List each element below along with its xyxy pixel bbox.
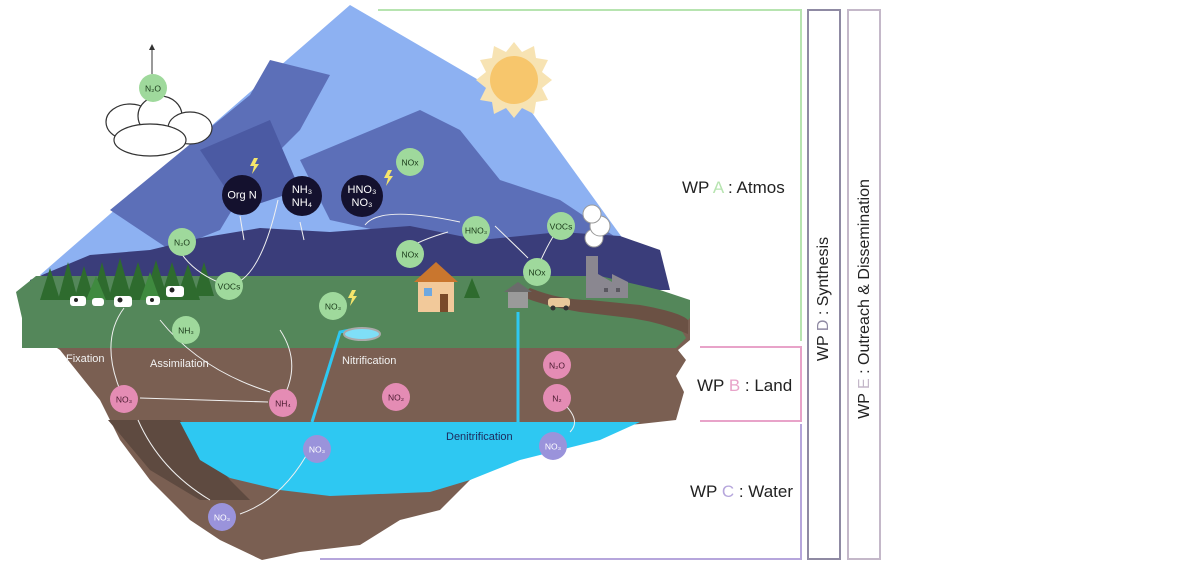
lightning-icon: [250, 158, 393, 306]
well: [504, 282, 532, 308]
species-bubble-no3-water-left: NO₃: [303, 435, 331, 463]
species-bubble-no3-land-left: NO₃: [110, 385, 138, 413]
species-label-no3-land-left: NO₃: [116, 395, 132, 405]
pond: [343, 327, 381, 341]
bubble-circle: [215, 272, 243, 300]
species-label-no3-deep: NO₃: [214, 513, 230, 523]
species-bubble-nox-upper: NOx: [396, 148, 424, 176]
bubble-circle: [382, 383, 410, 411]
bubble-circle: [269, 389, 297, 417]
species-bubble-nox-right: NOx: [523, 258, 551, 286]
species-bubble-nh4-land: NH₄: [269, 389, 297, 417]
mountain-shadow-right: [300, 110, 620, 240]
bubble-circle: [172, 316, 200, 344]
species-label-n2-land: N₂: [552, 394, 561, 404]
species-label-no3-water-right: NO₃: [545, 442, 561, 452]
bubble-circle: [319, 292, 347, 320]
wp-outreach-label: WP E : Outreach & Dissemination: [856, 179, 873, 419]
bubble-circle: [547, 212, 575, 240]
species-bubble-vocs-left: VOCs: [215, 272, 243, 300]
species-bubble-no3-water-right: NO₃: [539, 432, 567, 460]
species-bubble-n2o-land: N₂O: [543, 351, 571, 379]
species-bubble-vocs-right: VOCs: [547, 212, 575, 240]
species-label-nox-mid: NOx: [402, 250, 420, 260]
process-nitrification: Nitrification: [342, 355, 396, 367]
wp-water-label: WP C : Water: [690, 482, 793, 501]
species-label-nox-right: NOx: [529, 268, 547, 278]
house: [414, 262, 458, 312]
species-label-org-n: Org N: [227, 190, 256, 202]
bubble-circle: [341, 175, 383, 217]
species-label-n2o-land: N₂O: [549, 361, 565, 371]
car: [548, 298, 570, 311]
bubble-circle: [543, 351, 571, 379]
arrowhead-up: [149, 44, 155, 50]
bubble-circle: [523, 258, 551, 286]
sun: [476, 42, 552, 118]
bubble-circle: [543, 384, 571, 412]
flow-arrows: [110, 199, 575, 515]
species-bubble-nox-mid: NOx: [396, 240, 424, 268]
bubble-circle: [396, 148, 424, 176]
wp-land-label: WP B : Land: [697, 376, 793, 395]
bubble-circle: [539, 432, 567, 460]
lake: [180, 422, 640, 496]
bubble-circle: [282, 176, 322, 216]
species-label-n2o-mid: N₂O: [174, 238, 190, 248]
bubble-circle: [139, 74, 167, 102]
wp-atmos-frame: [378, 9, 802, 341]
cows: [70, 286, 184, 307]
species-bubble-hno3-right: HNO₃: [462, 216, 490, 244]
species-bubble-n2-land: N₂: [543, 384, 571, 412]
wp-land-frame: [700, 346, 802, 422]
species-label-vocs-right: VOCs: [550, 222, 573, 232]
species-bubble-nh3-left: NH₃: [172, 316, 200, 344]
bubble-circle: [168, 228, 196, 256]
bubble-circle: [303, 435, 331, 463]
species-label-nox-upper: NOx: [402, 158, 420, 168]
species-label-no3-water-left: NO₃: [309, 445, 325, 455]
process-assimilation: Assimilation: [150, 358, 209, 370]
process-fixation: Fixation: [66, 353, 105, 365]
species-label-nh3-left: NH₃: [178, 326, 194, 336]
species-label-hno3-dark: HNO₃: [348, 184, 377, 196]
species-label-hno3-right: HNO₃: [465, 226, 487, 236]
bubble-circle: [208, 503, 236, 531]
species-label-nh4-land: NH₄: [275, 399, 291, 409]
wp-atmos-label: WP A : Atmos: [682, 178, 785, 197]
species-bubble-no3-deep: NO₃: [208, 503, 236, 531]
wp-water-frame: [320, 424, 802, 560]
process-denitrification: Denitrification: [446, 431, 513, 443]
factory: [582, 204, 628, 298]
soil-dark-pocket: [108, 420, 250, 500]
species-label-n2o-top: N₂O: [145, 84, 161, 94]
species-label-no3-green: NO₃: [325, 302, 341, 312]
cloud: [105, 95, 213, 157]
wp-synthesis-label: WP D : Synthesis: [815, 236, 832, 362]
species-label-no2-land: NO₂: [388, 393, 404, 403]
bubble-circle: [396, 240, 424, 268]
species-bubble-no3-green: NO₃: [319, 292, 347, 320]
species-bubble-org-n: Org N: [222, 175, 262, 215]
wp-synthesis-frame: [807, 9, 841, 560]
species-bubble-n2o-top: N₂O: [139, 74, 167, 102]
bubble-circle: [462, 216, 490, 244]
wp-outreach-frame: [847, 9, 881, 560]
species-label-nh3-dark: NH₃: [292, 184, 312, 196]
species-label-nh4-dark: NH₄: [292, 197, 313, 209]
species-label-no3-dark: NO₃: [352, 197, 373, 209]
bubble-circle: [110, 385, 138, 413]
bubble-circle: [222, 175, 262, 215]
species-label-vocs-left: VOCs: [218, 282, 241, 292]
species-bubble-n2o-mid: N₂O: [168, 228, 196, 256]
forest: [40, 258, 480, 300]
species-bubble-no2-land: NO₂: [382, 383, 410, 411]
